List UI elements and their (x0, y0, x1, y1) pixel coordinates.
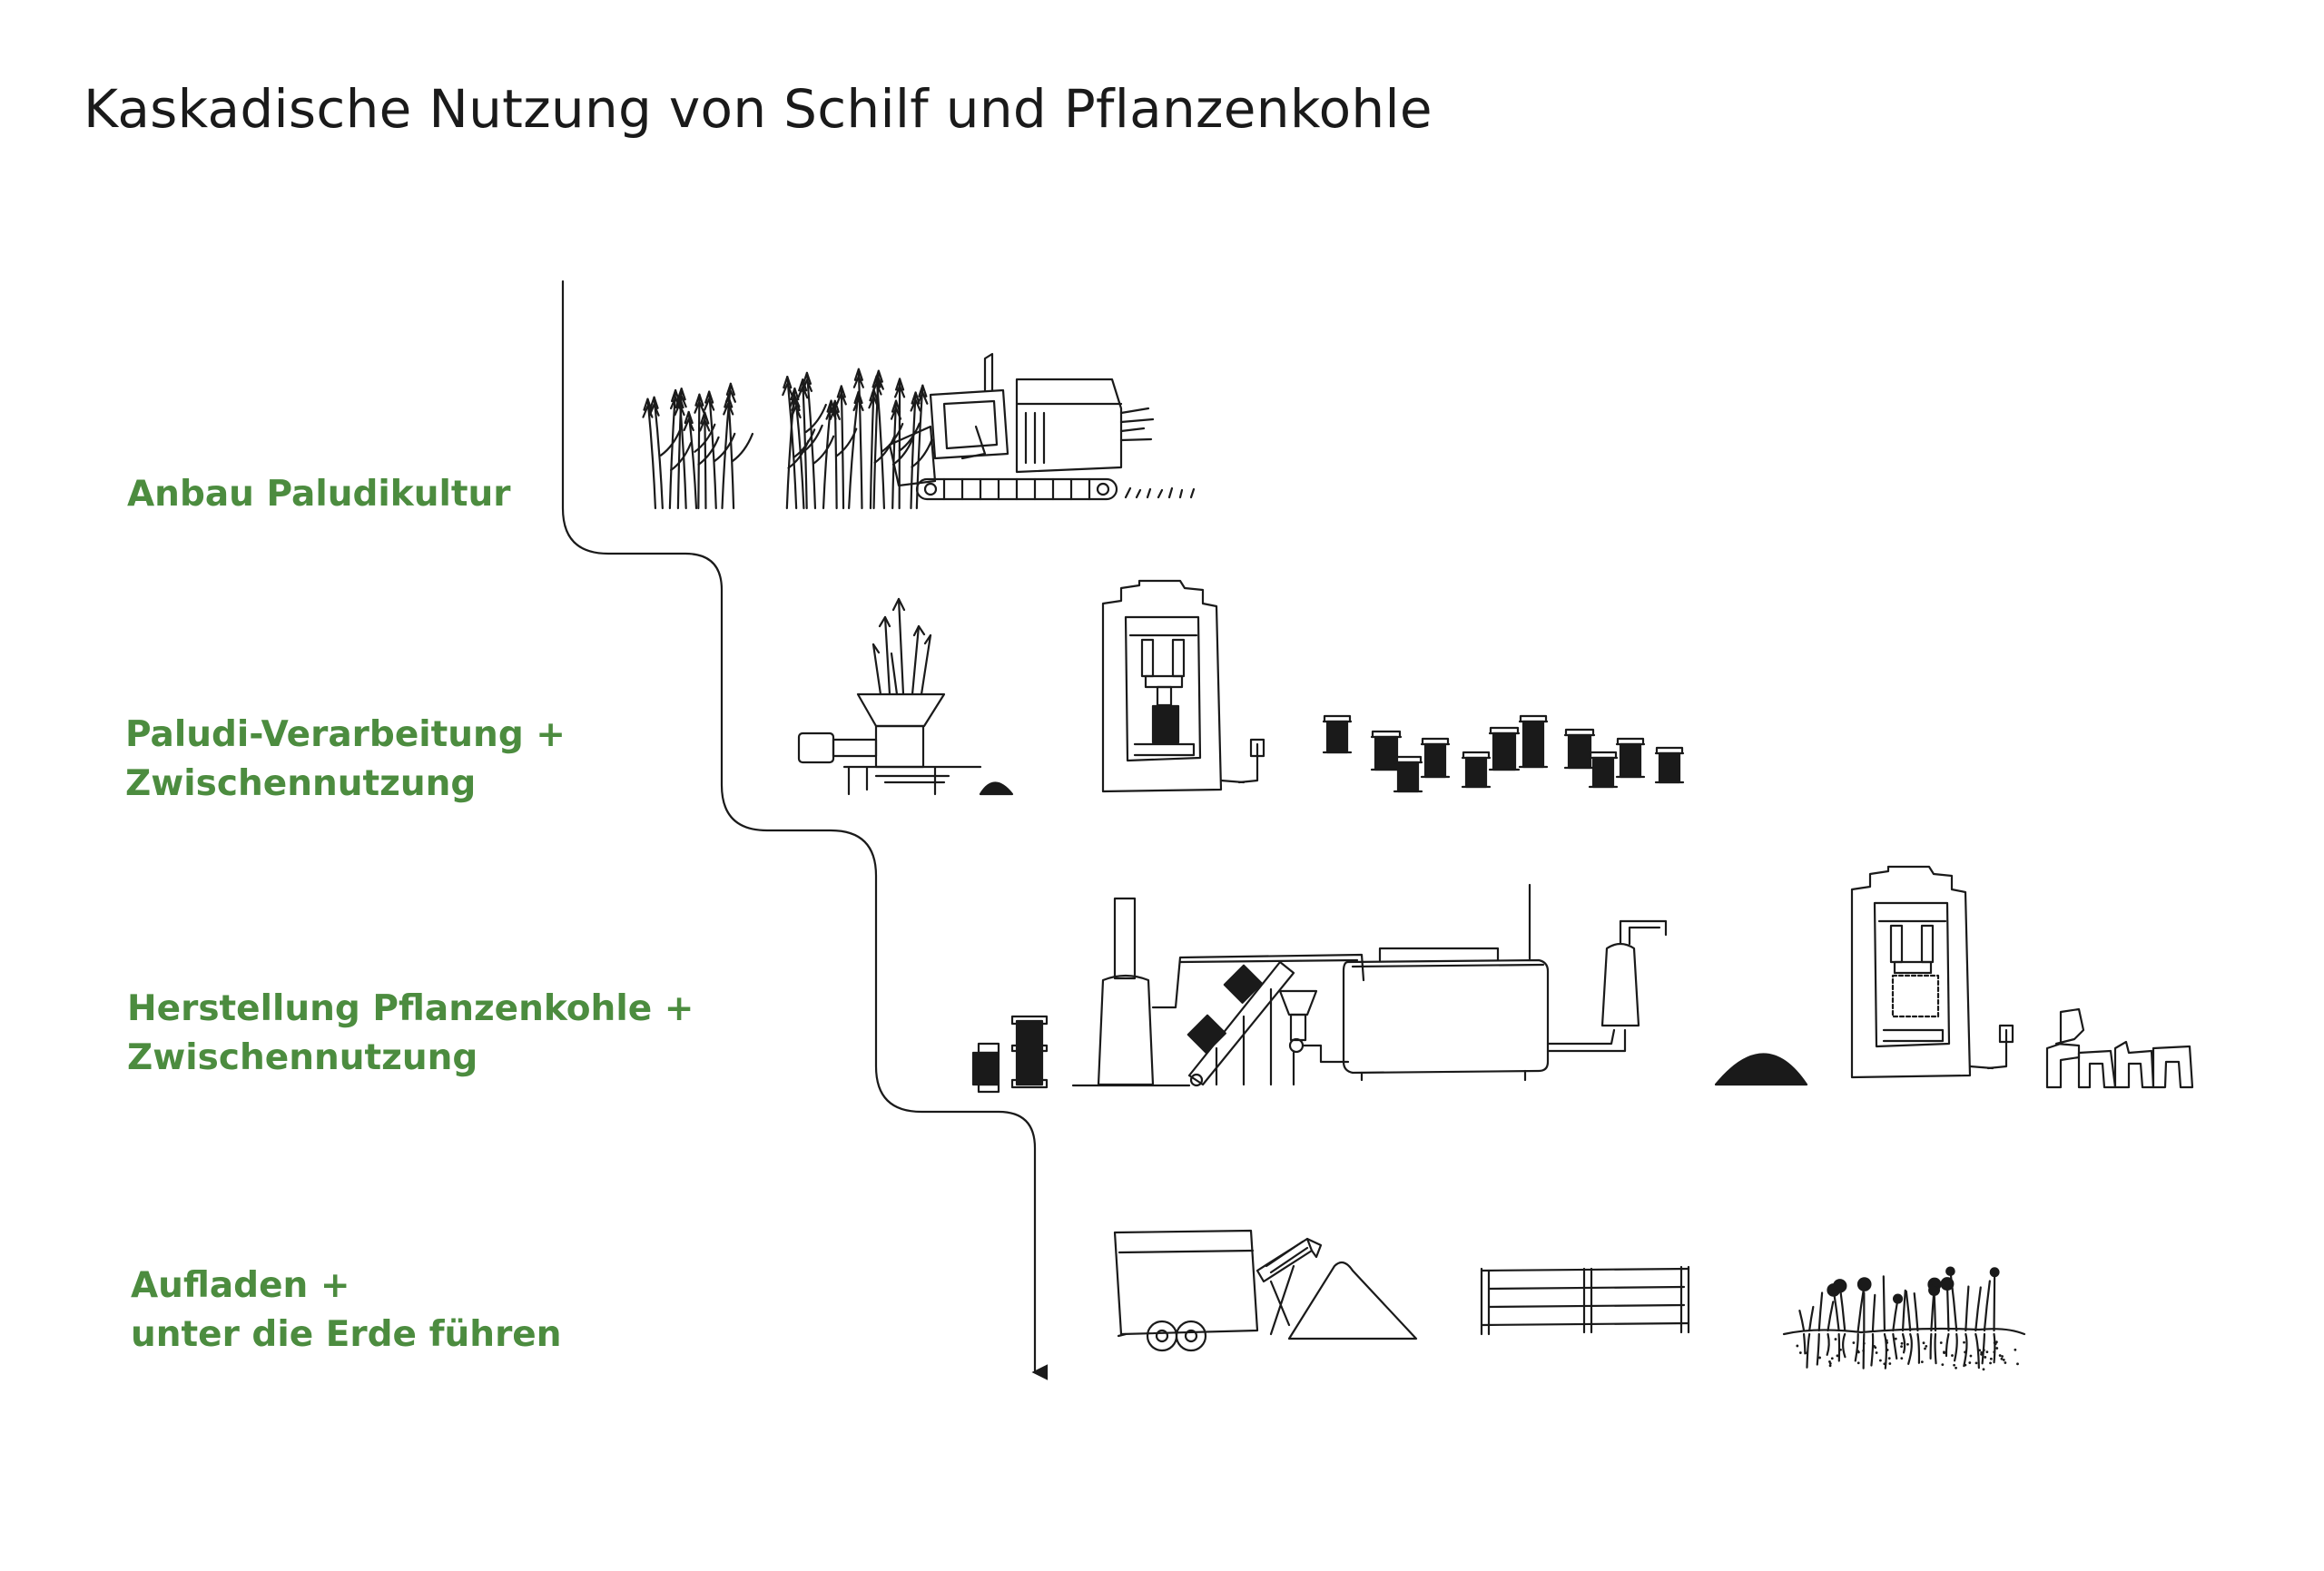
reed-harvester-icon (783, 354, 1194, 508)
plants-in-soil-icon (1784, 1268, 2024, 1371)
stage-label-pflanzenkohle: Herstellung Pflanzenkohle + Zwischennutz… (127, 985, 694, 1083)
stage-label-line: unter die Erde führen (131, 1314, 562, 1355)
diagram-title: Kaskadische Nutzung von Schilf und Pflan… (84, 78, 1433, 140)
stage-label-line: Anbau Paludikultur (127, 474, 511, 515)
molded-objects-icon (2047, 1009, 2192, 1087)
biochar-pile-icon (1716, 1055, 1807, 1085)
reed-plants-icon (643, 384, 752, 508)
stage-label-line: Aufladen + (131, 1265, 350, 1306)
stage-label-line: Zwischennutzung (127, 1037, 478, 1078)
raised-beds-icon (1482, 1267, 1689, 1334)
reed-blocks-icon (1324, 716, 1683, 791)
stage-label-line: Zwischennutzung (125, 763, 477, 804)
stage-label-line: Herstellung Pflanzenkohle + (127, 988, 694, 1029)
reed-bales-icon (973, 1016, 1047, 1092)
pyrolysis-plant-icon (1073, 885, 1666, 1085)
shredder-icon (799, 599, 1012, 794)
stage-label-aufladen: Aufladen + unter die Erde führen (131, 1262, 562, 1360)
hydraulic-press-icon (1852, 867, 2013, 1077)
hydraulic-press-icon (1103, 581, 1264, 791)
stage-label-verarbeitung: Paludi-Verarbeitung + Zwischennutzung (125, 711, 566, 809)
flow-line (563, 281, 1049, 1380)
stage-label-line: Paludi-Verarbeitung + (125, 714, 566, 755)
stage-label-anbau: Anbau Paludikultur (127, 470, 511, 519)
trailer-with-conveyor-icon (1115, 1231, 1416, 1350)
